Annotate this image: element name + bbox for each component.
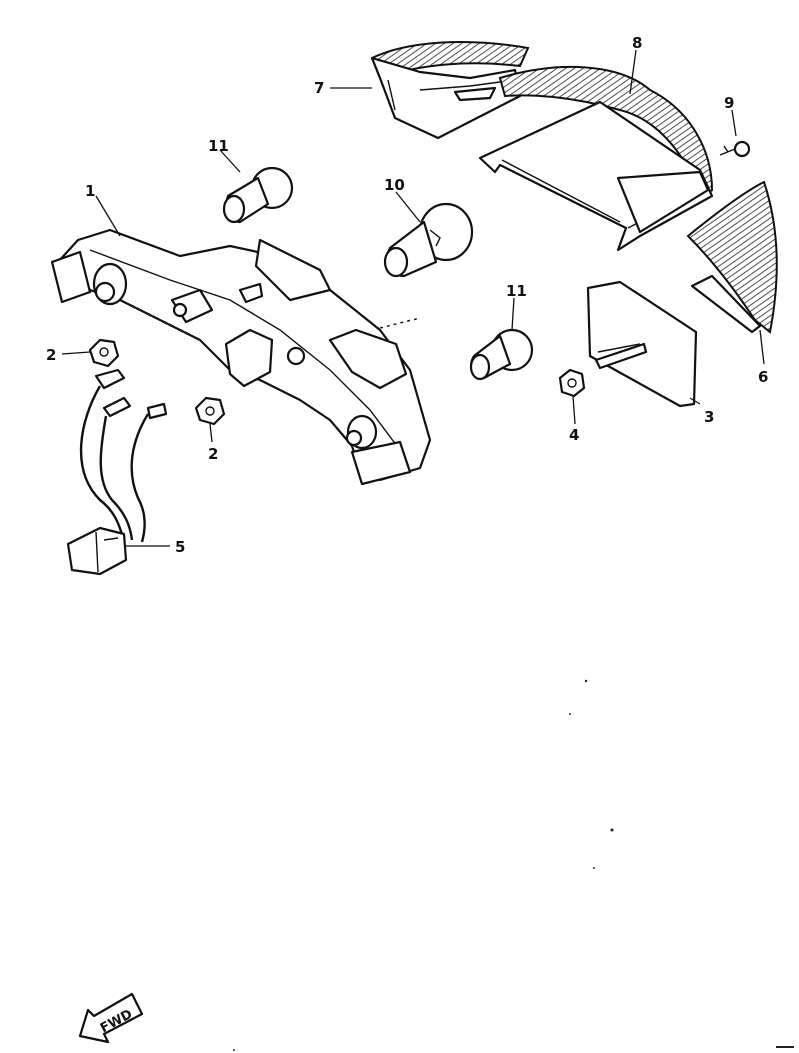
callout-6: 6: [758, 368, 768, 386]
callout-8: 8: [632, 34, 642, 52]
part-8-main-lens: [478, 65, 714, 252]
callout-2-left: 2: [46, 346, 56, 364]
part-11-bulb-right: [469, 328, 534, 381]
callout-11-right: 11: [506, 282, 527, 300]
callout-9: 9: [724, 94, 734, 112]
part-10-bulb: [383, 202, 474, 278]
part-5-wire-harness: [66, 368, 168, 576]
callout-11-left: 11: [208, 137, 229, 155]
part-2-nut-left: [88, 338, 120, 368]
part-2-nut-center: [194, 396, 226, 426]
part-11-bulb-left: [222, 166, 294, 224]
scan-specks: [233, 679, 794, 1051]
part-4-nut: [558, 368, 586, 398]
leader-lines: [61, 49, 765, 547]
fwd-arrow: FWD: [78, 992, 144, 1044]
callout-10: 10: [384, 176, 405, 194]
callout-5: 5: [175, 538, 185, 556]
callout-4: 4: [569, 426, 579, 444]
part-9-screw: [719, 140, 751, 158]
callouts: 1 2 2 3 4 5 6 7 8 9 10 11 11: [46, 34, 768, 556]
part-3-bracket-plate: [586, 280, 698, 408]
part-6-side-lens: [686, 180, 778, 334]
callout-7: 7: [314, 79, 324, 97]
part-7-lens-housing: [370, 41, 530, 140]
callout-2-center: 2: [208, 445, 218, 463]
part-1-base-housing: [50, 228, 432, 486]
callout-3: 3: [704, 408, 714, 426]
callout-1: 1: [85, 182, 95, 200]
